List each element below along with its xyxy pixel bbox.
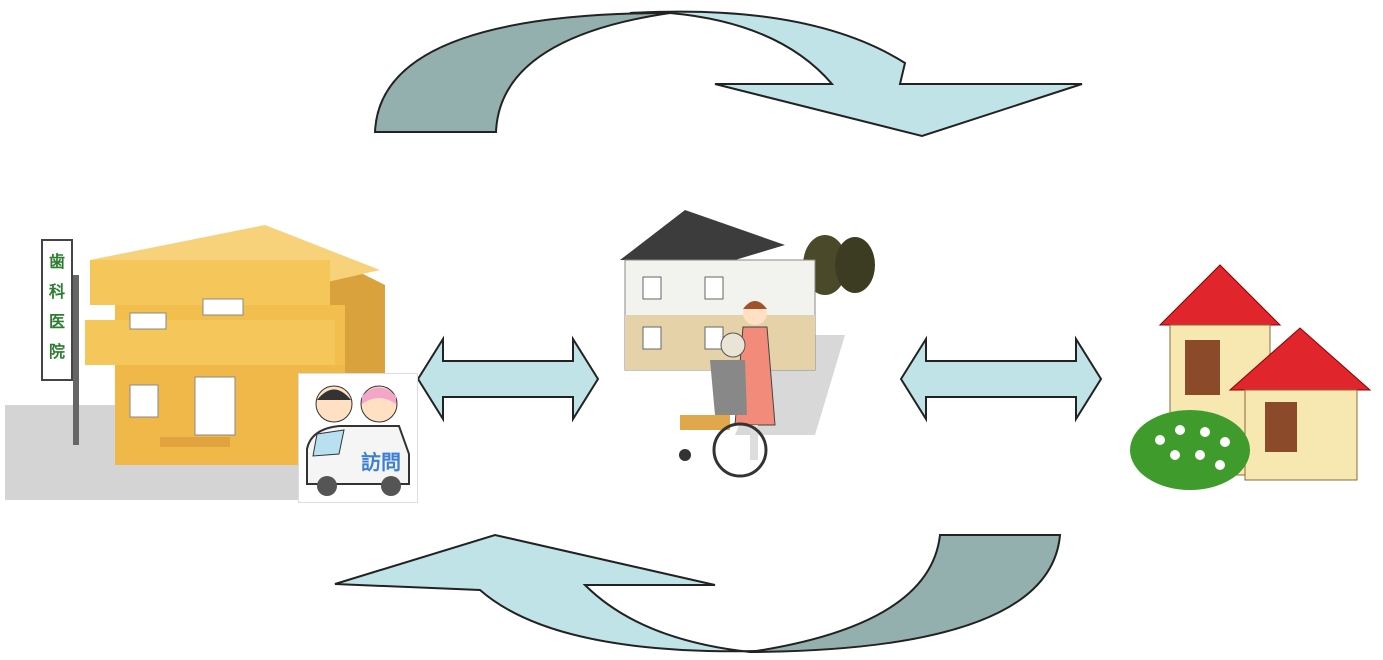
home-visit-van-icon (306, 385, 410, 496)
clinic-sign-char: 医 (48, 312, 65, 331)
care-facility (615, 205, 875, 490)
private-home (1130, 260, 1375, 495)
private-home-icon (1130, 264, 1372, 490)
cycle-arrow-bottom-dark (749, 534, 1062, 653)
cycle-arrow-top-light (629, 10, 1083, 138)
care-facility-icon (620, 210, 875, 478)
clinic-sign: 歯 科 医 院 (42, 247, 72, 367)
bidirectional-arrow-right-icon (899, 335, 1103, 423)
cycle-arrow-top-dark (373, 12, 671, 133)
home-visit-van: 訪問 (298, 373, 418, 503)
clinic-sign-char: 歯 (48, 252, 65, 271)
cycle-arrow-bottom-light (334, 533, 791, 654)
clinic-sign-char: 院 (48, 342, 65, 361)
clinic-sign-char: 科 (48, 282, 65, 301)
bidirectional-arrow-left-icon (416, 335, 600, 423)
visit-van-label: 訪問 (361, 450, 401, 474)
cycle-arrow-top-icon (373, 10, 1083, 138)
cycle-arrow-bottom-icon (334, 533, 1062, 654)
